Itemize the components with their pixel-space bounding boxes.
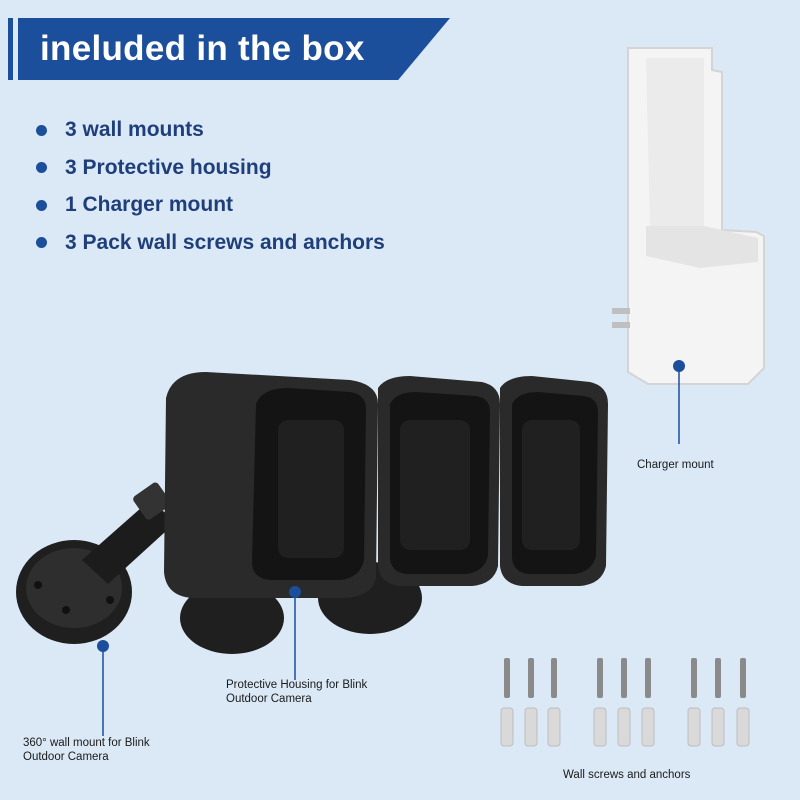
list-item-text: 3 Pack wall screws and anchors <box>65 230 385 254</box>
list-item: 1 Charger mount <box>36 187 385 223</box>
wall-mount-label-line-2: Outdoor Camera <box>23 751 109 763</box>
screws-label-text: Wall screws and anchors <box>563 769 691 781</box>
housing-2-image <box>378 376 500 586</box>
housing-label-line-1: Protective Housing for Blink <box>226 679 368 691</box>
list-item: 3 Protective housing <box>36 150 385 186</box>
list-item-text: 1 Charger mount <box>65 193 234 216</box>
housing-3-image <box>500 376 608 586</box>
wall-mount-image <box>16 482 176 644</box>
list-item-text: 3 wall mounts <box>65 118 204 141</box>
callout-housing <box>289 586 301 680</box>
bullet-icon <box>36 199 47 211</box>
list-item: 3 Pack wall screws and anchors <box>36 225 385 261</box>
list-item: 3 wall mounts <box>36 112 385 148</box>
housing-label: Protective Housing for Blink Outdoor Cam… <box>226 678 367 706</box>
charger-mount-label: Charger mount <box>637 458 714 472</box>
title-banner <box>18 18 450 80</box>
screws-anchors-image <box>500 658 750 747</box>
housing-1-image <box>164 372 378 598</box>
bullet-icon <box>36 237 47 248</box>
bullet-icon <box>36 162 47 173</box>
callout-wall-mount <box>97 640 109 736</box>
charger-mount-label-text: Charger mount <box>637 459 714 471</box>
wall-mount-label-line-1: 360° wall mount for Blink <box>23 737 150 749</box>
charger-mount-image <box>612 47 765 385</box>
screws-label: Wall screws and anchors <box>563 768 690 782</box>
page-title: ineluded in the box <box>40 29 365 68</box>
banner-accent <box>8 18 13 80</box>
list-item-text: 3 Protective housing <box>65 155 272 179</box>
housing-label-line-2: Outdoor Camera <box>226 693 312 705</box>
callout-charger <box>673 360 685 444</box>
wall-mount-label: 360° wall mount for Blink Outdoor Camera <box>23 736 150 764</box>
bullet-icon <box>36 124 47 136</box>
contents-list: 3 wall mounts 3 Protective housing 1 Cha… <box>36 112 385 262</box>
